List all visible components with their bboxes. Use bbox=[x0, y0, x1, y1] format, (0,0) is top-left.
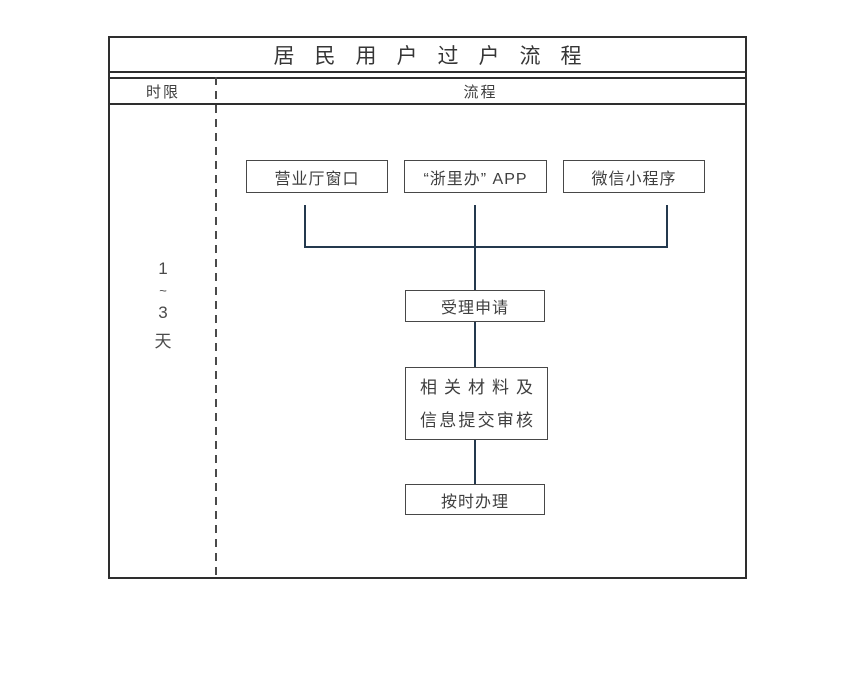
node-zheliban-app: “浙里办” APP bbox=[404, 160, 547, 193]
duration-tilde: ~ bbox=[159, 283, 167, 298]
flowchart-table: 居民用户过户流程 时限 流程 1 ~ 3 天 营业厅窗口 “浙里办” APP 微… bbox=[108, 36, 747, 579]
duration-line-1: 1 bbox=[158, 259, 168, 278]
materials-line-1: 相关材料及 bbox=[420, 377, 533, 397]
header-cell-time-limit: 时限 bbox=[145, 83, 180, 101]
header-cell-process: 流程 bbox=[463, 83, 498, 101]
duration-label: 1 ~ 3 天 bbox=[110, 256, 216, 358]
title-row: 居民用户过户流程 bbox=[110, 38, 745, 73]
connector-stub-left bbox=[304, 205, 306, 247]
node-business-hall-window: 营业厅窗口 bbox=[246, 160, 388, 193]
connector-to-accept bbox=[474, 246, 476, 290]
node-materials-info-review: 相关材料及 信息提交审核 bbox=[405, 367, 548, 440]
connector-to-handling bbox=[474, 440, 476, 484]
connector-stub-middle bbox=[474, 205, 476, 247]
connector-to-materials bbox=[474, 322, 476, 367]
duration-line-3: 3 bbox=[158, 303, 168, 322]
node-timely-handling: 按时办理 bbox=[405, 484, 545, 515]
duration-unit: 天 bbox=[154, 332, 172, 351]
column-divider-dashed-line bbox=[215, 77, 217, 577]
page-title: 居民用户过户流程 bbox=[273, 44, 602, 68]
node-wechat-miniprogram: 微信小程序 bbox=[563, 160, 705, 193]
connector-stub-right bbox=[666, 205, 668, 247]
materials-line-2: 信息提交审核 bbox=[420, 410, 533, 430]
header-row: 时限 流程 bbox=[110, 77, 745, 105]
node-accept-application: 受理申请 bbox=[405, 290, 545, 322]
connector-merge-bar bbox=[304, 246, 668, 248]
